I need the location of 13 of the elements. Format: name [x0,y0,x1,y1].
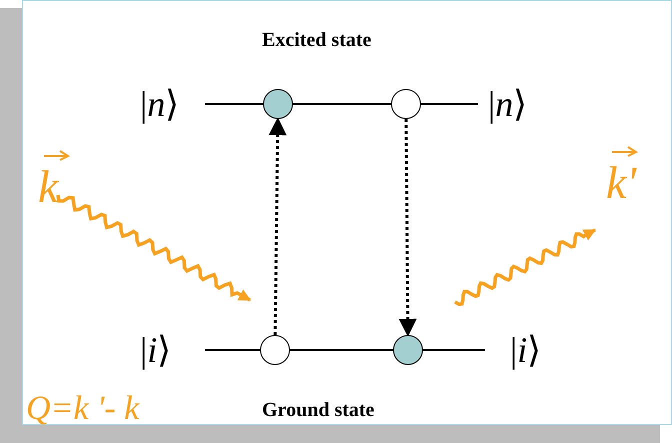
momentum-transfer-formula: Q=k '- k [26,392,140,426]
wave-vector-label: k' [606,146,636,206]
level-title: Ground state [262,400,374,420]
ket-label: |n⟩ [488,86,528,122]
wave-vector-label: k [38,150,58,210]
ket-label: |i⟩ [510,332,542,368]
ket-label: |i⟩ [140,332,172,368]
ket-label: |n⟩ [140,86,180,122]
transition-arrow [268,117,287,336]
wavy-photon-arrow [454,228,596,306]
wavy-photon-arrow [56,194,252,302]
level-title: Excited state [262,30,372,50]
transition-arrow [398,118,417,337]
